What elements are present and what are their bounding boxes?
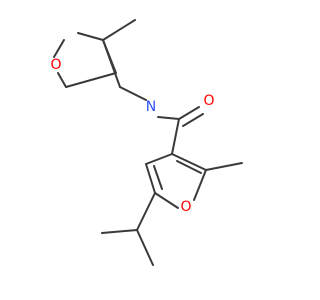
bond-ch-ch3-a: [101, 229, 138, 234]
isopropyl-group: [101, 192, 156, 266]
bond-c2-methyl: [102, 19, 136, 41]
bond-of-c5: [154, 192, 179, 209]
bond-ch-ch3-b: [136, 229, 154, 266]
bond-c1-c2: [77, 32, 104, 41]
bond-c2f-of: [193, 169, 207, 201]
bond-c5-c4: [145, 163, 156, 194]
molecule-structure: O N O O: [50, 19, 243, 266]
bond-carbonyl-double-2: [182, 113, 204, 127]
furan-oxygen-label: O: [180, 199, 191, 215]
bond-c2-ch2: [102, 39, 121, 88]
bond-carbonyl-double-1: [178, 106, 200, 120]
bond-c1-o1: [53, 39, 65, 58]
bond-c4-c3: [145, 153, 173, 165]
bond-n-carbonyl-c: [157, 116, 180, 120]
bond-o1-c4: [57, 72, 67, 88]
bond-c3-c4: [65, 72, 117, 88]
furan-ring: [145, 153, 243, 209]
bond-ch2-n: [119, 86, 147, 101]
bond-c3-c2f-inner: [176, 160, 202, 174]
bond-c5-ch: [136, 192, 156, 231]
amide-group: [157, 106, 204, 155]
bond-c2f-methyl: [205, 162, 243, 171]
oxolane-oxygen-label: O: [50, 57, 61, 73]
bond-c3-c2f: [171, 153, 207, 171]
bond-c5-c4-inner: [153, 165, 163, 190]
carbonyl-oxygen-label: O: [203, 93, 214, 109]
oxolane-ring: [53, 19, 136, 88]
linker: [102, 39, 147, 101]
amide-nitrogen-label: N: [146, 99, 156, 115]
bond-carbonyl-c-ring: [171, 118, 180, 155]
